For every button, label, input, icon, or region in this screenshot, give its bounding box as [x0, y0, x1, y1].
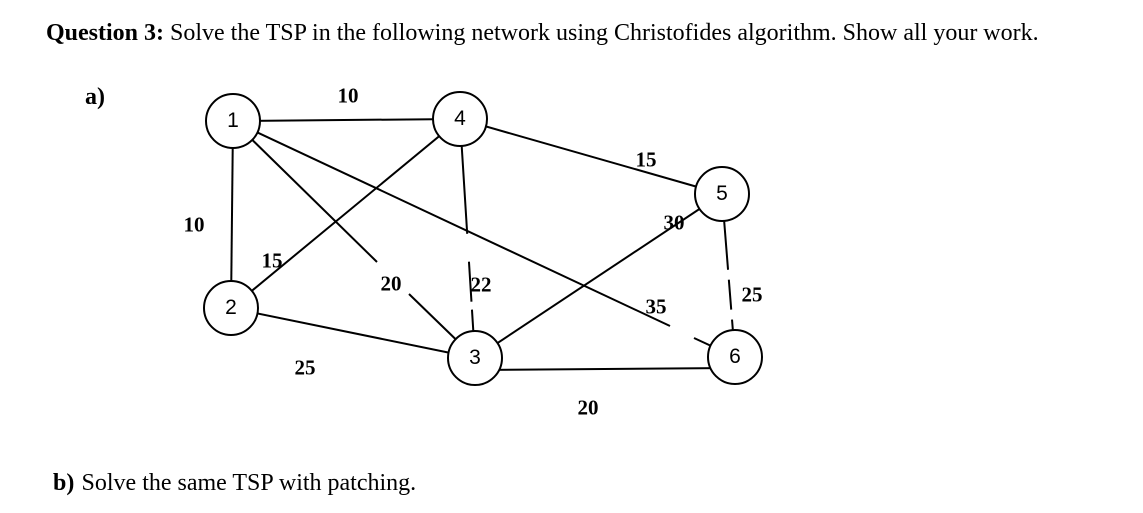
node-2: 2	[203, 280, 259, 336]
edge-line-1-3-upper	[232, 120, 378, 263]
edge-weight-3-4: 22	[470, 272, 492, 297]
edge-line-1-6-upper	[232, 120, 671, 327]
edge-weight-2-3: 25	[294, 355, 316, 380]
edge-weight-1-6: 35	[645, 294, 667, 319]
edge-line-1-4	[232, 118, 461, 122]
question-title: Question 3:Solve the TSP in the followin…	[46, 20, 1039, 47]
edge-weight-1-4: 10	[337, 83, 359, 108]
part-b-line: b)Solve the same TSP with patching.	[53, 470, 416, 497]
part-b-label: b)	[53, 470, 75, 496]
edge-weight-1-3: 20	[380, 271, 402, 296]
edge-line-3-5	[474, 193, 723, 359]
edge-weight-2-4: 15	[261, 248, 283, 273]
node-4: 4	[432, 91, 488, 147]
node-5: 5	[694, 166, 750, 222]
edge-line-2-4	[230, 118, 461, 309]
edge-line-4-5	[459, 118, 723, 195]
node-6: 6	[707, 329, 763, 385]
edge-weight-5-6: 25	[741, 282, 763, 307]
part-b-text: Solve the same TSP with patching.	[81, 470, 417, 496]
edge-line-1-2	[230, 120, 234, 309]
edge-weight-4-5: 15	[635, 147, 657, 172]
question-text: Solve the TSP in the following network u…	[170, 20, 1039, 46]
question-number: Question 3:	[46, 20, 165, 46]
part-a-label: a)	[85, 84, 105, 110]
edge-weight-1-2: 10	[183, 212, 205, 237]
node-3: 3	[447, 330, 503, 386]
edge-line-3-6	[476, 367, 734, 371]
edge-line-2-3	[230, 307, 476, 359]
node-1: 1	[205, 93, 261, 149]
edge-weight-3-6: 20	[577, 395, 599, 420]
edge-line-3-4	[459, 118, 476, 359]
edge-weight-3-5: 30	[663, 210, 685, 235]
